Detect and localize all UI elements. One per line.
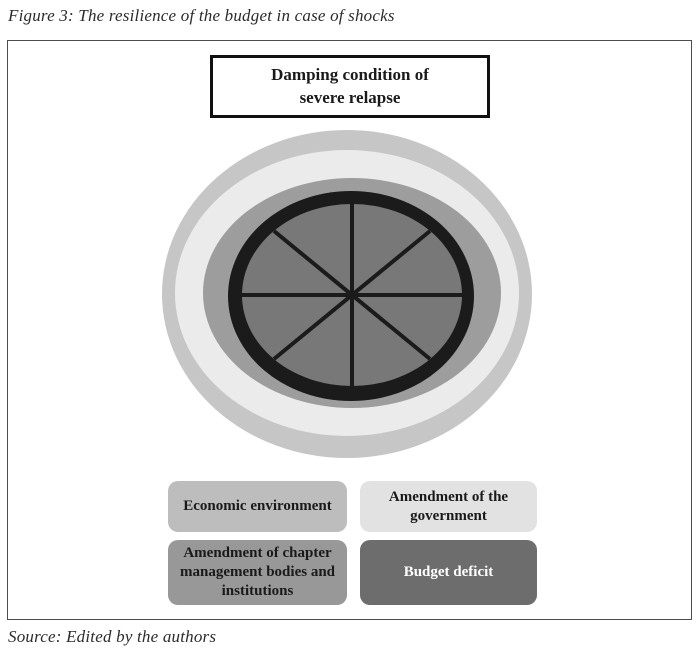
wheel-spoke-diagonal-2 — [272, 229, 432, 361]
legend-economic-environment: Economic environment — [168, 481, 347, 532]
resilience-diagram — [162, 130, 532, 458]
legend-amendment-of-chapter-management: Amendment of chapter management bodies a… — [168, 540, 347, 605]
figure-caption: Figure 3: The resilience of the budget i… — [8, 6, 395, 25]
wheel-spokes — [242, 204, 462, 386]
figure-frame: Damping condition of severe relapse Econ… — [7, 40, 692, 620]
legend-amendment-of-the-government: Amendment of the government — [360, 481, 537, 532]
source-note: Source: Edited by the authors — [8, 627, 217, 646]
legend-budget-deficit: Budget deficit — [360, 540, 537, 605]
damping-condition-title-box: Damping condition of severe relapse — [210, 55, 490, 118]
